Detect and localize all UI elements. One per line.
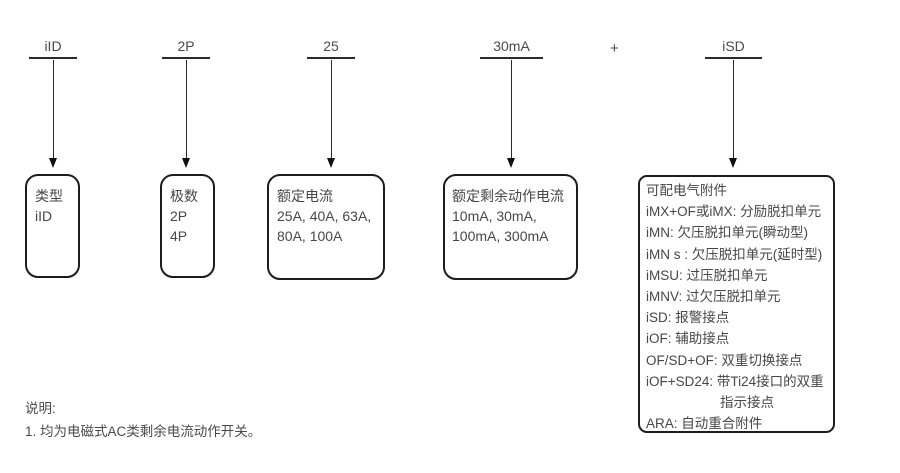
box-title: 额定电流 <box>277 188 333 204</box>
box-line: 25A, 40A, 63A, <box>277 208 372 224</box>
box-line: 80A, 100A <box>277 228 343 244</box>
arrow-stem <box>52 60 54 159</box>
box-line: iMN s : 欠压脱扣单元(延时型) <box>646 246 823 262</box>
box-line: iMX+OF或iMX: 分励脱扣单元 <box>646 204 822 220</box>
arrow-down-icon <box>729 158 737 168</box>
plus-sign: + <box>610 40 619 57</box>
notes-item: 1. 均为电磁式AC类剩余电流动作开关。 <box>25 424 262 439</box>
arrow-down-icon <box>507 158 515 168</box>
box-line: iMN: 欠压脱扣单元(瞬动型) <box>646 225 808 241</box>
notes-heading: 说明: <box>25 401 56 416</box>
box-title: 极数 <box>170 188 198 204</box>
arrow-stem <box>510 60 512 159</box>
code-segment-accessory: iSD <box>705 38 762 59</box>
rated-current-box: 额定电流 25A, 40A, 63A, 80A, 100A <box>267 174 385 280</box>
box-title: 可配电气附件 <box>646 183 727 198</box>
arrow-stem <box>330 60 332 159</box>
type-box: 类型 iID <box>25 174 80 278</box>
box-title: 额定剩余动作电流 <box>452 188 564 204</box>
code-segment-residual-current: 30mA <box>480 38 543 59</box>
arrow-stem <box>185 60 187 159</box>
code-segment-type: iID <box>29 38 77 59</box>
accessories-box: 可配电气附件 iMX+OF或iMX: 分励脱扣单元 iMN: 欠压脱扣单元(瞬动… <box>638 175 835 433</box>
box-line: 4P <box>170 228 188 244</box>
box-title: 类型 <box>35 188 63 204</box>
box-line: 100mA, 300mA <box>452 228 549 244</box>
arrow-down-icon <box>327 158 335 168</box>
box-line: ARA: 自动重合附件 <box>646 416 763 432</box>
arrow-down-icon <box>182 158 190 168</box>
box-line: 10mA, 30mA, <box>452 208 537 224</box>
box-line: 指示接点 <box>720 395 774 411</box>
residual-current-box: 额定剩余动作电流 10mA, 30mA, 100mA, 300mA <box>443 174 578 280</box>
box-line: iID <box>35 208 53 224</box>
box-line: OF/SD+OF: 双重切换接点 <box>646 352 803 368</box>
box-line: iMNV: 过欠压脱扣单元 <box>646 289 781 305</box>
box-line: iOF: 辅助接点 <box>646 331 730 347</box>
poles-box: 极数 2P 4P <box>160 174 215 278</box>
arrow-stem <box>732 60 734 159</box>
box-line: 2P <box>170 208 188 224</box>
box-line: iOF+SD24: 带Ti24接口的双重 <box>646 373 824 389</box>
arrow-down-icon <box>49 158 57 168</box>
code-segment-poles: 2P <box>162 38 210 59</box>
box-line: iMSU: 过压脱扣单元 <box>646 267 768 283</box>
code-segment-rated-current: 25 <box>307 38 355 59</box>
box-line: iSD: 报警接点 <box>646 310 730 326</box>
